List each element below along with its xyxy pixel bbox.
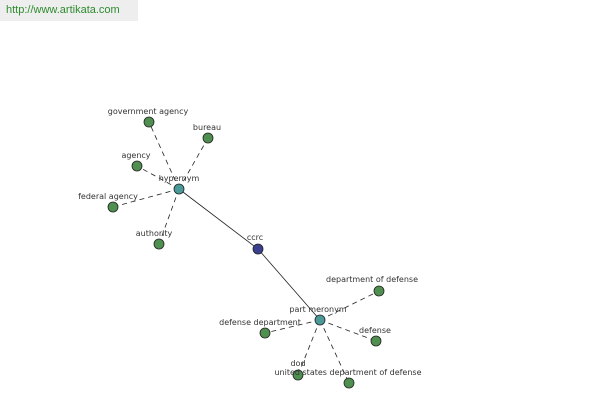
node-defense[interactable] (370, 335, 382, 347)
node-department-of-defense[interactable] (373, 285, 385, 297)
node-government-agency[interactable] (143, 116, 155, 128)
node-label-federal-agency: federal agency (78, 192, 138, 201)
node-agency[interactable] (131, 160, 143, 172)
edge-root-part-meronym (257, 248, 321, 321)
node-label-government-agency: government agency (108, 107, 189, 116)
node-part-meronym[interactable] (314, 314, 326, 326)
nodes-layer (107, 116, 385, 389)
edge-part-meronym-defense (319, 319, 377, 342)
node-united-states-department-of-defense[interactable] (343, 377, 355, 389)
edge-root-hypernym (178, 188, 259, 250)
edge-hypernym-government-agency (148, 121, 180, 190)
node-label-defense-department: defense department (219, 318, 301, 327)
node-label-bureau: bureau (193, 123, 221, 132)
node-label-defense: defense (359, 326, 391, 335)
edge-hypernym-authority (158, 188, 180, 245)
node-dod[interactable] (292, 369, 304, 381)
node-authority[interactable] (153, 238, 165, 250)
node-label-agency: agency (121, 151, 150, 160)
node-label-united-states-department-of-defense: united states department of defense (274, 368, 421, 377)
edge-part-meronym-dod (297, 319, 321, 376)
edge-hypernym-agency (136, 165, 180, 190)
node-ccrc[interactable] (252, 243, 264, 255)
node-label-authority: authority (136, 229, 173, 238)
node-label-dod: dod (290, 359, 305, 368)
edge-part-meronym-defense-department (264, 319, 321, 334)
edge-hypernym-bureau (178, 137, 209, 190)
node-defense-department[interactable] (259, 327, 271, 339)
edge-part-meronym-department-of-defense (319, 290, 380, 321)
node-hypernym[interactable] (173, 183, 185, 195)
node-label-part-meronym: part meronym (289, 305, 346, 314)
node-federal-agency[interactable] (107, 201, 119, 213)
node-label-department-of-defense: department of defense (326, 275, 418, 284)
node-label-ccrc: ccrc (247, 233, 263, 242)
labels-layer: government agency bureau agency federal age… (78, 107, 422, 377)
edge-part-meronym-united-states-department-of-defense (319, 319, 350, 384)
site-url-banner[interactable]: http://www.artikata.com (0, 0, 138, 21)
node-label-hypernym: hypernym (159, 174, 200, 183)
edge-hypernym-federal-agency (112, 188, 180, 208)
edges-layer (112, 121, 380, 384)
node-bureau[interactable] (202, 132, 214, 144)
